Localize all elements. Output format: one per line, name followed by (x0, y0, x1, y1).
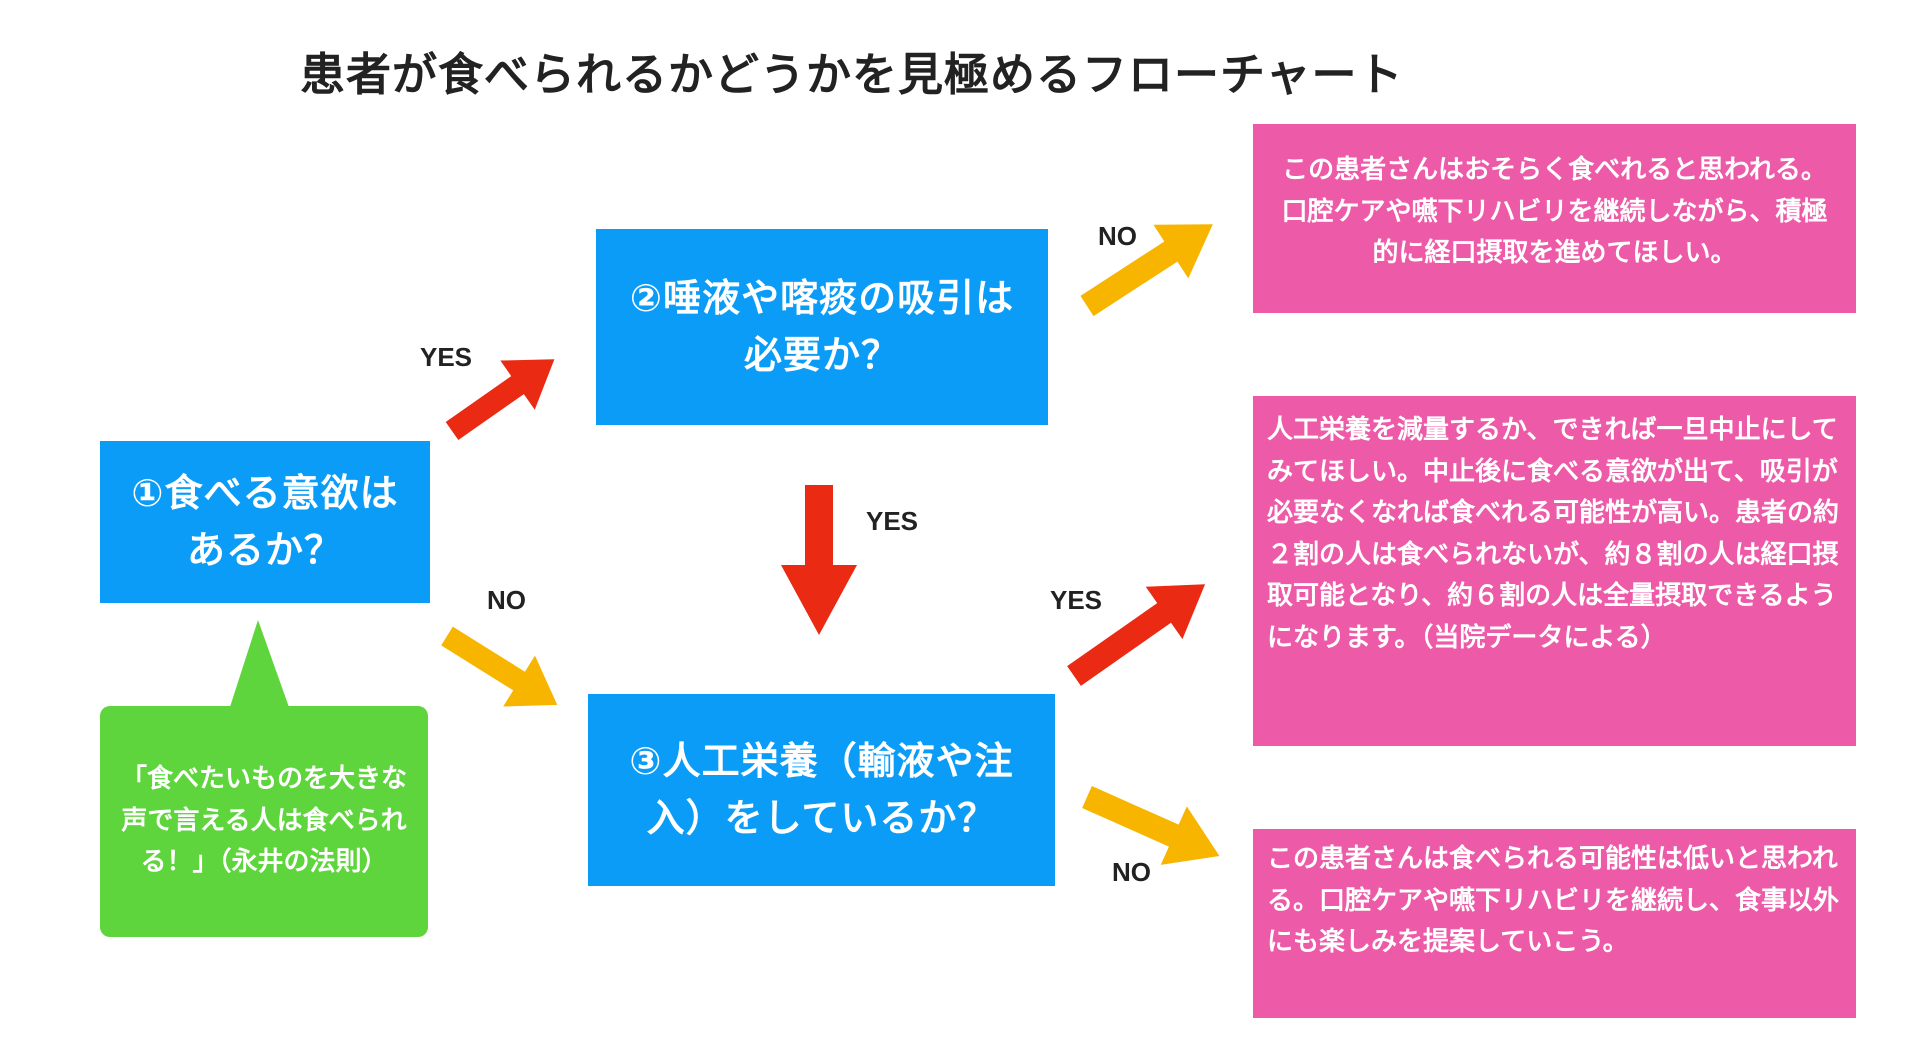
node-q1-eating-motivation: ①食べる意欲はあるか？ (100, 441, 430, 603)
arrow-q2-to-q3 (781, 485, 857, 635)
result-likely-can-eat: この患者さんはおそらく食べれると思われる。口腔ケアや嚥下リハビリを継続しながら、… (1253, 124, 1856, 313)
edge-label-q2-to-q3: YES (866, 506, 919, 536)
arrow-q1-to-q2 (445, 359, 555, 441)
page-title: 患者が食べられるかどうかを見極めるフローチャート (300, 48, 1404, 101)
edge-label-q2-to-good: NO (1098, 221, 1137, 251)
result-reduce-nutrition: 人工栄養を減量するか、できれば一旦中止にしてみてほしい。中止後に食べる意欲が出て… (1253, 396, 1856, 746)
note-nagai-rule: 「食べたいものを大きな声で言える人は食べられる！」（永井の法則） (100, 706, 428, 937)
arrow-q2-to-good (1080, 224, 1213, 317)
node-q3-artificial-nutrition: ③人工栄養（輸液や注入）をしているか？ (588, 694, 1055, 886)
edge-label-q3-to-reduce: YES (1050, 585, 1103, 615)
note-pointer (229, 620, 290, 710)
node-q2-suction-needed: ②唾液や喀痰の吸引は必要か？ (596, 229, 1048, 425)
arrow-q1-to-q3 (441, 626, 558, 707)
result-low-possibility: この患者さんは食べられる可能性は低いと思われる。口腔ケアや嚥下リハビリを継続し、… (1253, 829, 1856, 1018)
edge-label-q1-to-q3: NO (487, 585, 526, 615)
arrow-q3-to-reduce (1067, 584, 1206, 686)
edge-label-q1-to-q2: YES (420, 342, 473, 372)
arrow-q3-to-low (1082, 786, 1220, 865)
edge-label-q3-to-low: NO (1112, 857, 1151, 887)
